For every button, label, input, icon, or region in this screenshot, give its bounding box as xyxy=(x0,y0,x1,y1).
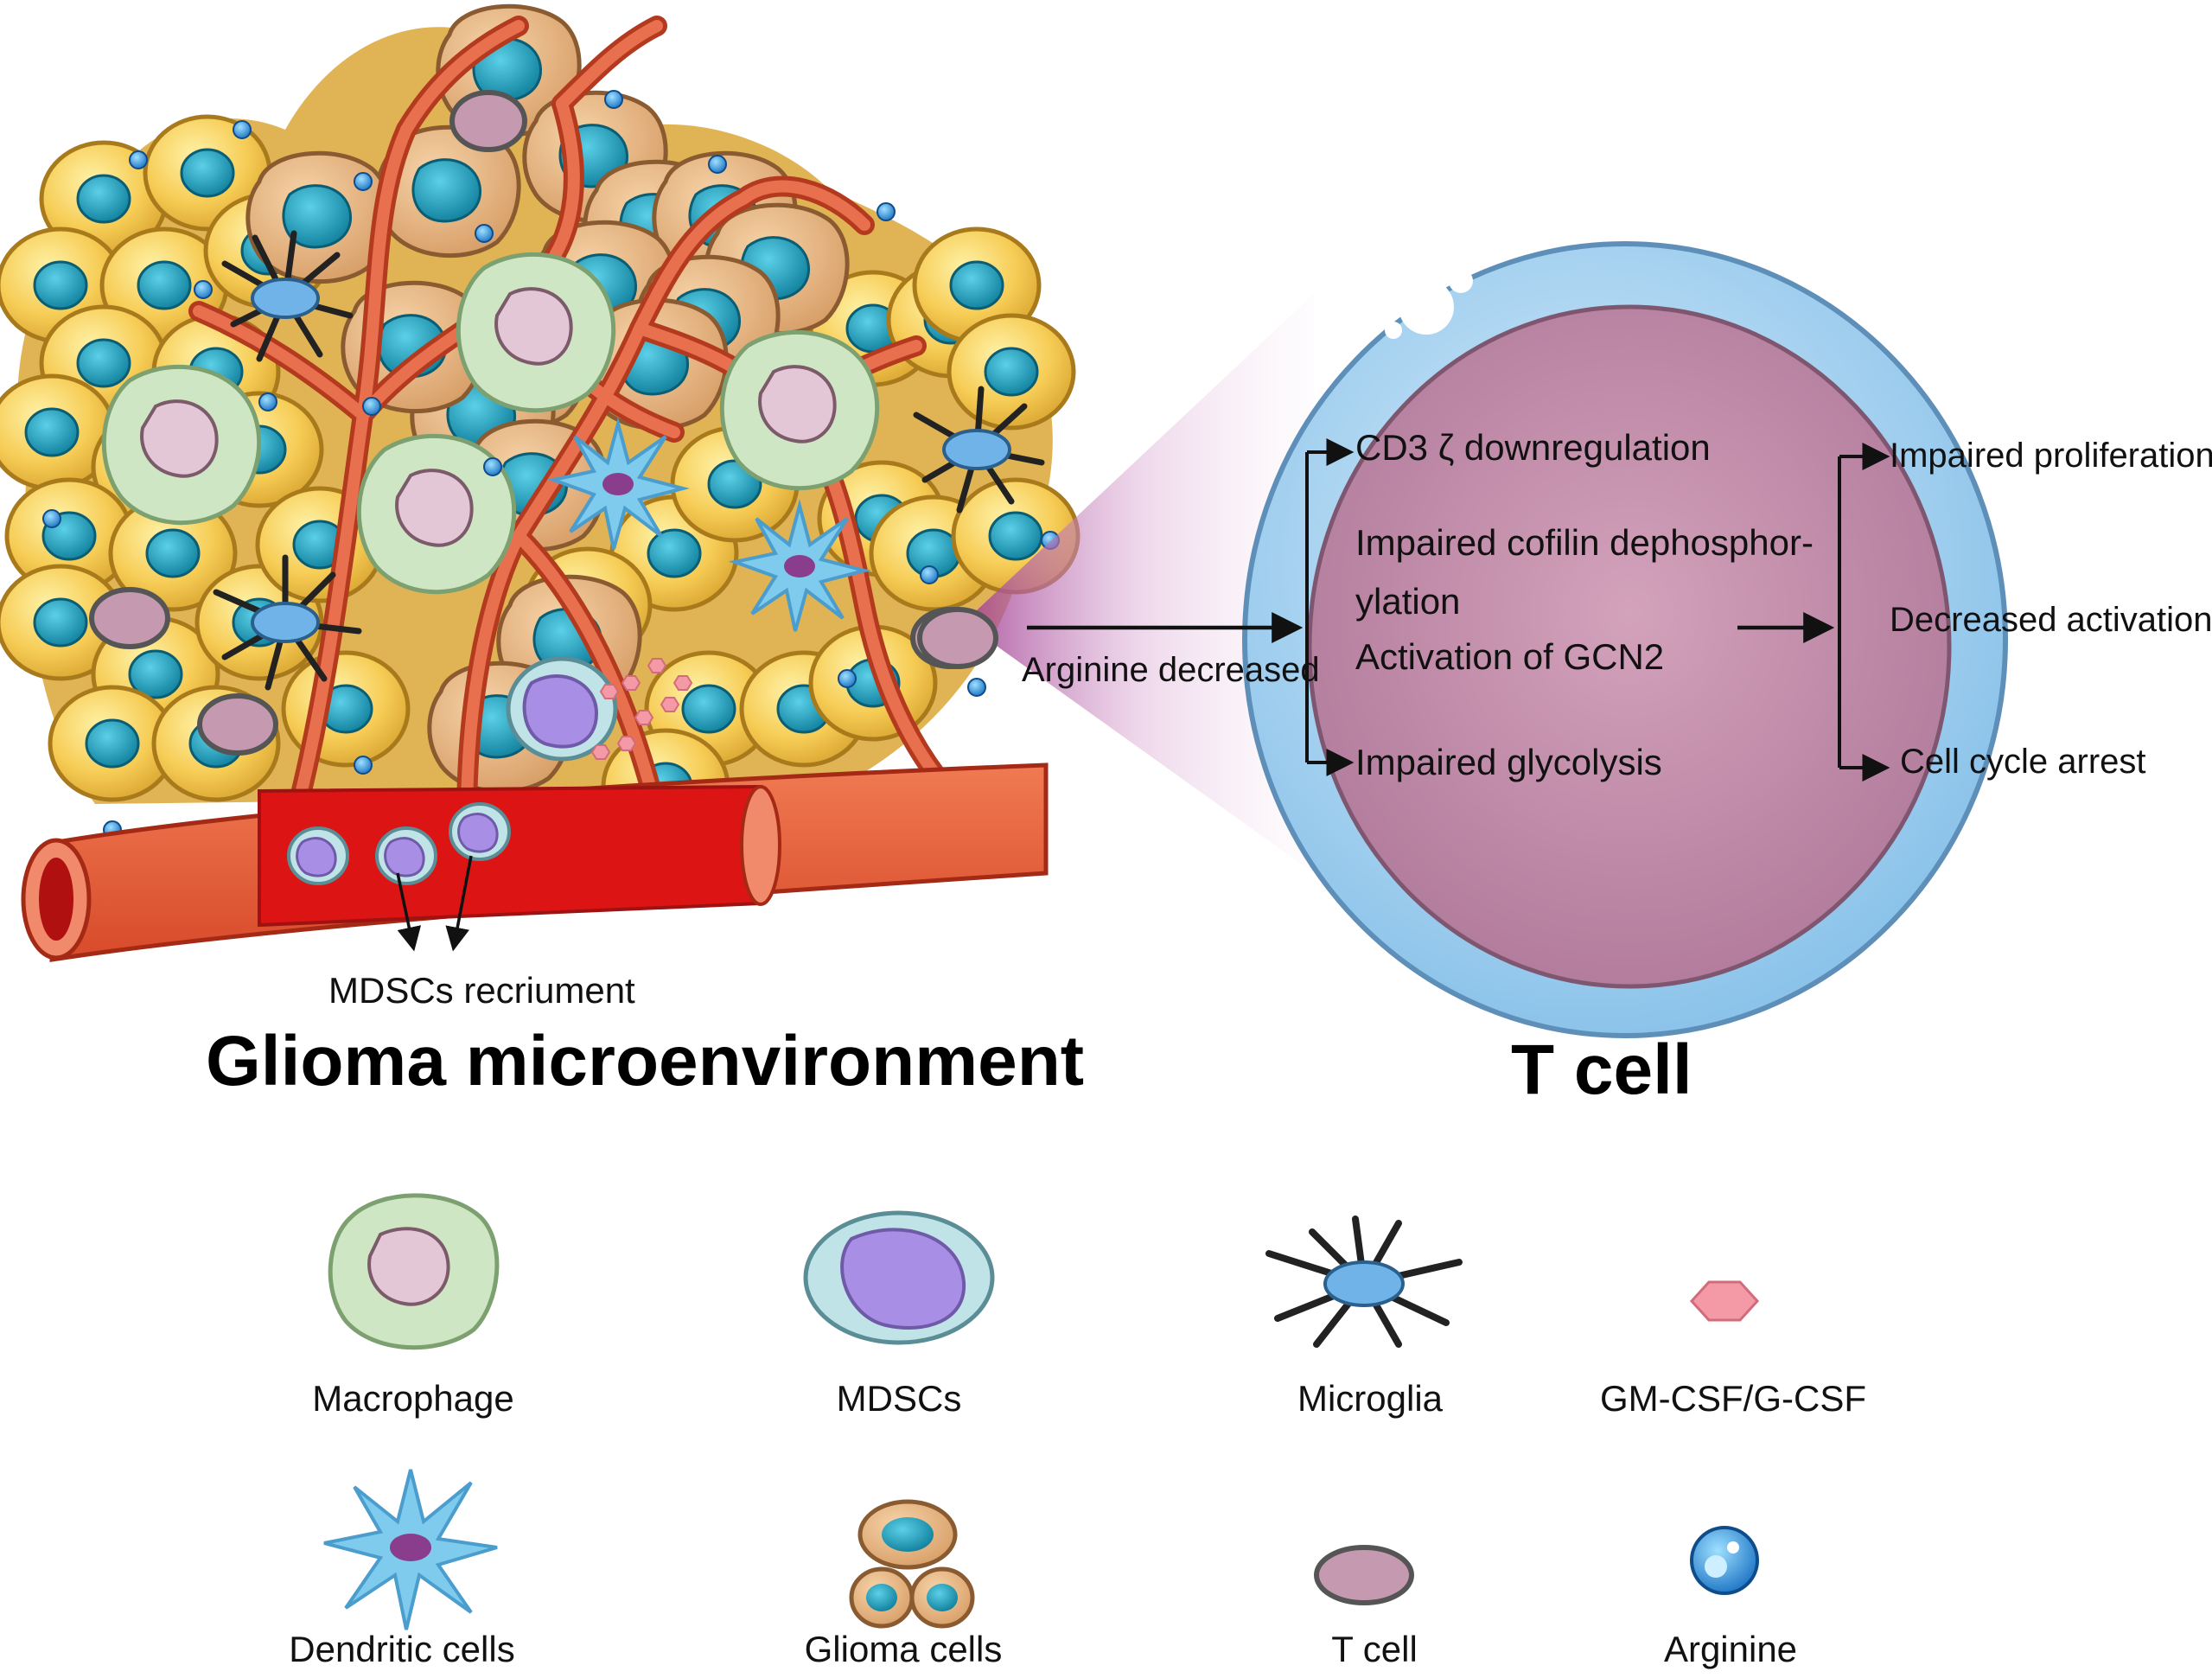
glioma-microenvironment-title: Glioma microenvironment xyxy=(206,1022,1084,1101)
microglia-cells xyxy=(213,230,1045,691)
membrane-highlight-dot xyxy=(1385,322,1402,339)
legend-label: Macrophage xyxy=(312,1378,513,1419)
legend-icon-gm-csf xyxy=(1689,1280,1760,1322)
outcome-text: Cell cycle arrest xyxy=(1900,743,2146,781)
arginine-droplet xyxy=(920,565,939,584)
gm-csf-hexagon xyxy=(616,736,637,751)
arginine-droplet xyxy=(233,120,252,139)
gm-csf-hexagon xyxy=(599,684,620,699)
t-cell-title: T cell xyxy=(1511,1030,1692,1109)
legend-label: GM-CSF/G-CSF xyxy=(1600,1378,1866,1419)
arginine-droplets xyxy=(42,90,1060,839)
legend: Macrophage MDSCs Microglia GM-CSF/G-CSF Dend… xyxy=(289,1193,1866,1669)
effect-text: Activation of GCN2 xyxy=(1355,636,1664,677)
gm-csf-hexagon xyxy=(590,744,611,760)
arginine-droplet xyxy=(838,669,857,688)
macrophage-cells xyxy=(101,252,880,595)
arginine-droplet xyxy=(194,280,213,299)
arginine-droplet xyxy=(258,392,277,412)
t-cell-illustration: Arginine decreased CD3 ζ downregulationI… xyxy=(1022,241,2212,1109)
legend-label: T cell xyxy=(1331,1629,1418,1669)
arginine-decreased-label: Arginine decreased xyxy=(1022,651,1320,689)
glioma-cell xyxy=(912,226,1042,344)
legend-icon-macrophage xyxy=(328,1193,500,1350)
effect-text: Impaired glycolysis xyxy=(1355,742,1662,782)
legend-icon-glioma-cells xyxy=(849,1499,975,1629)
legend-icon-dendritic-cells xyxy=(323,1469,498,1630)
gm-csf-hexagon xyxy=(660,697,680,712)
effect-text: CD3 ζ downregulation xyxy=(1355,427,1711,468)
outcomes-bracket xyxy=(1838,443,1890,782)
arginine-droplet xyxy=(42,509,61,528)
gm-csf-hexagon xyxy=(647,658,667,673)
arginine-droplet xyxy=(354,756,373,775)
effect-text: ylation xyxy=(1355,581,1460,622)
gm-csf-hexagon xyxy=(621,675,641,691)
arginine-droplet xyxy=(708,155,727,174)
arginine-droplet xyxy=(604,90,623,109)
tan-glioma-cell xyxy=(245,150,392,284)
legend-label: Glioma cells xyxy=(805,1629,1003,1669)
effects-bracket xyxy=(1305,438,1355,776)
glioma-cell xyxy=(48,685,177,802)
blood-vessel-branches xyxy=(188,16,979,832)
arginine-droplet xyxy=(129,150,148,169)
legend-icon-t-cell xyxy=(1314,1545,1414,1605)
effect-text: Impaired cofilin dephosphor- xyxy=(1355,522,1814,563)
membrane-highlight-small xyxy=(1449,269,1473,293)
legend-label: Dendritic cells xyxy=(289,1629,514,1669)
arginine-droplet xyxy=(877,202,896,221)
legend-labels: Macrophage MDSCs Microglia GM-CSF/G-CSF Dend… xyxy=(289,1378,1866,1669)
recruitment-arrows xyxy=(396,855,473,952)
legend-label: Arginine xyxy=(1664,1629,1797,1669)
membrane-highlight xyxy=(1399,279,1454,335)
dendritic-cells xyxy=(546,417,871,632)
gm-csf-hexagon xyxy=(634,710,654,725)
outcome-text: Impaired proliferation xyxy=(1890,437,2212,475)
zoomed-t-cell xyxy=(917,607,998,669)
arginine-droplet xyxy=(483,457,502,476)
t-cell-cytoplasm xyxy=(1307,304,1952,989)
legend-label: Microglia xyxy=(1297,1378,1444,1419)
gm-csf-particles xyxy=(590,658,693,760)
outcome-text: Decreased activation xyxy=(1890,601,2212,639)
legend-icon-microglia xyxy=(1265,1215,1463,1348)
arginine-droplet xyxy=(967,678,986,697)
mdsc-in-mass xyxy=(506,656,618,762)
glioma-cell xyxy=(947,313,1076,431)
legend-icon-mdscs xyxy=(803,1210,995,1345)
mdscs-in-vessel xyxy=(287,802,511,885)
arginine-droplet xyxy=(475,224,494,243)
glioma-microenvironment-illustration: MDSCs recriument Glioma microenvironment xyxy=(0,3,1084,1101)
legend-label: MDSCs xyxy=(837,1378,962,1419)
gm-csf-hexagon xyxy=(673,675,693,691)
glioma-cell xyxy=(108,494,238,612)
arginine-droplet xyxy=(362,397,381,416)
mdscs-recruitment-label: MDSCs recriument xyxy=(328,970,635,1011)
arginine-droplet xyxy=(354,172,373,191)
zoom-cone xyxy=(964,294,1314,873)
horizontal-blood-vessel xyxy=(21,762,1049,962)
legend-icon-arginine xyxy=(1690,1526,1759,1595)
